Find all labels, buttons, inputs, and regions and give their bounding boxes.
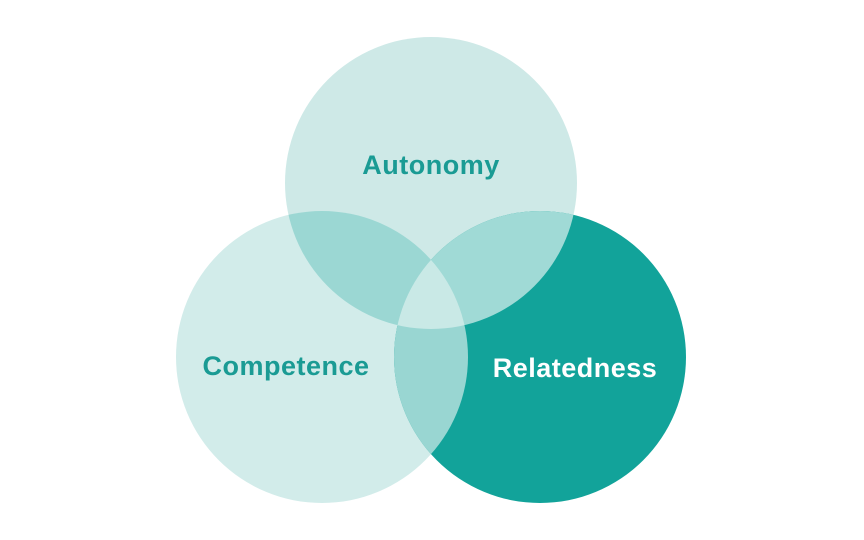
overlap-autonomy-relatedness (394, 211, 577, 329)
label-competence: Competence (202, 351, 369, 381)
label-relatedness: Relatedness (493, 353, 658, 383)
overlap-autonomy-competence (285, 211, 468, 329)
label-autonomy: Autonomy (362, 150, 499, 180)
